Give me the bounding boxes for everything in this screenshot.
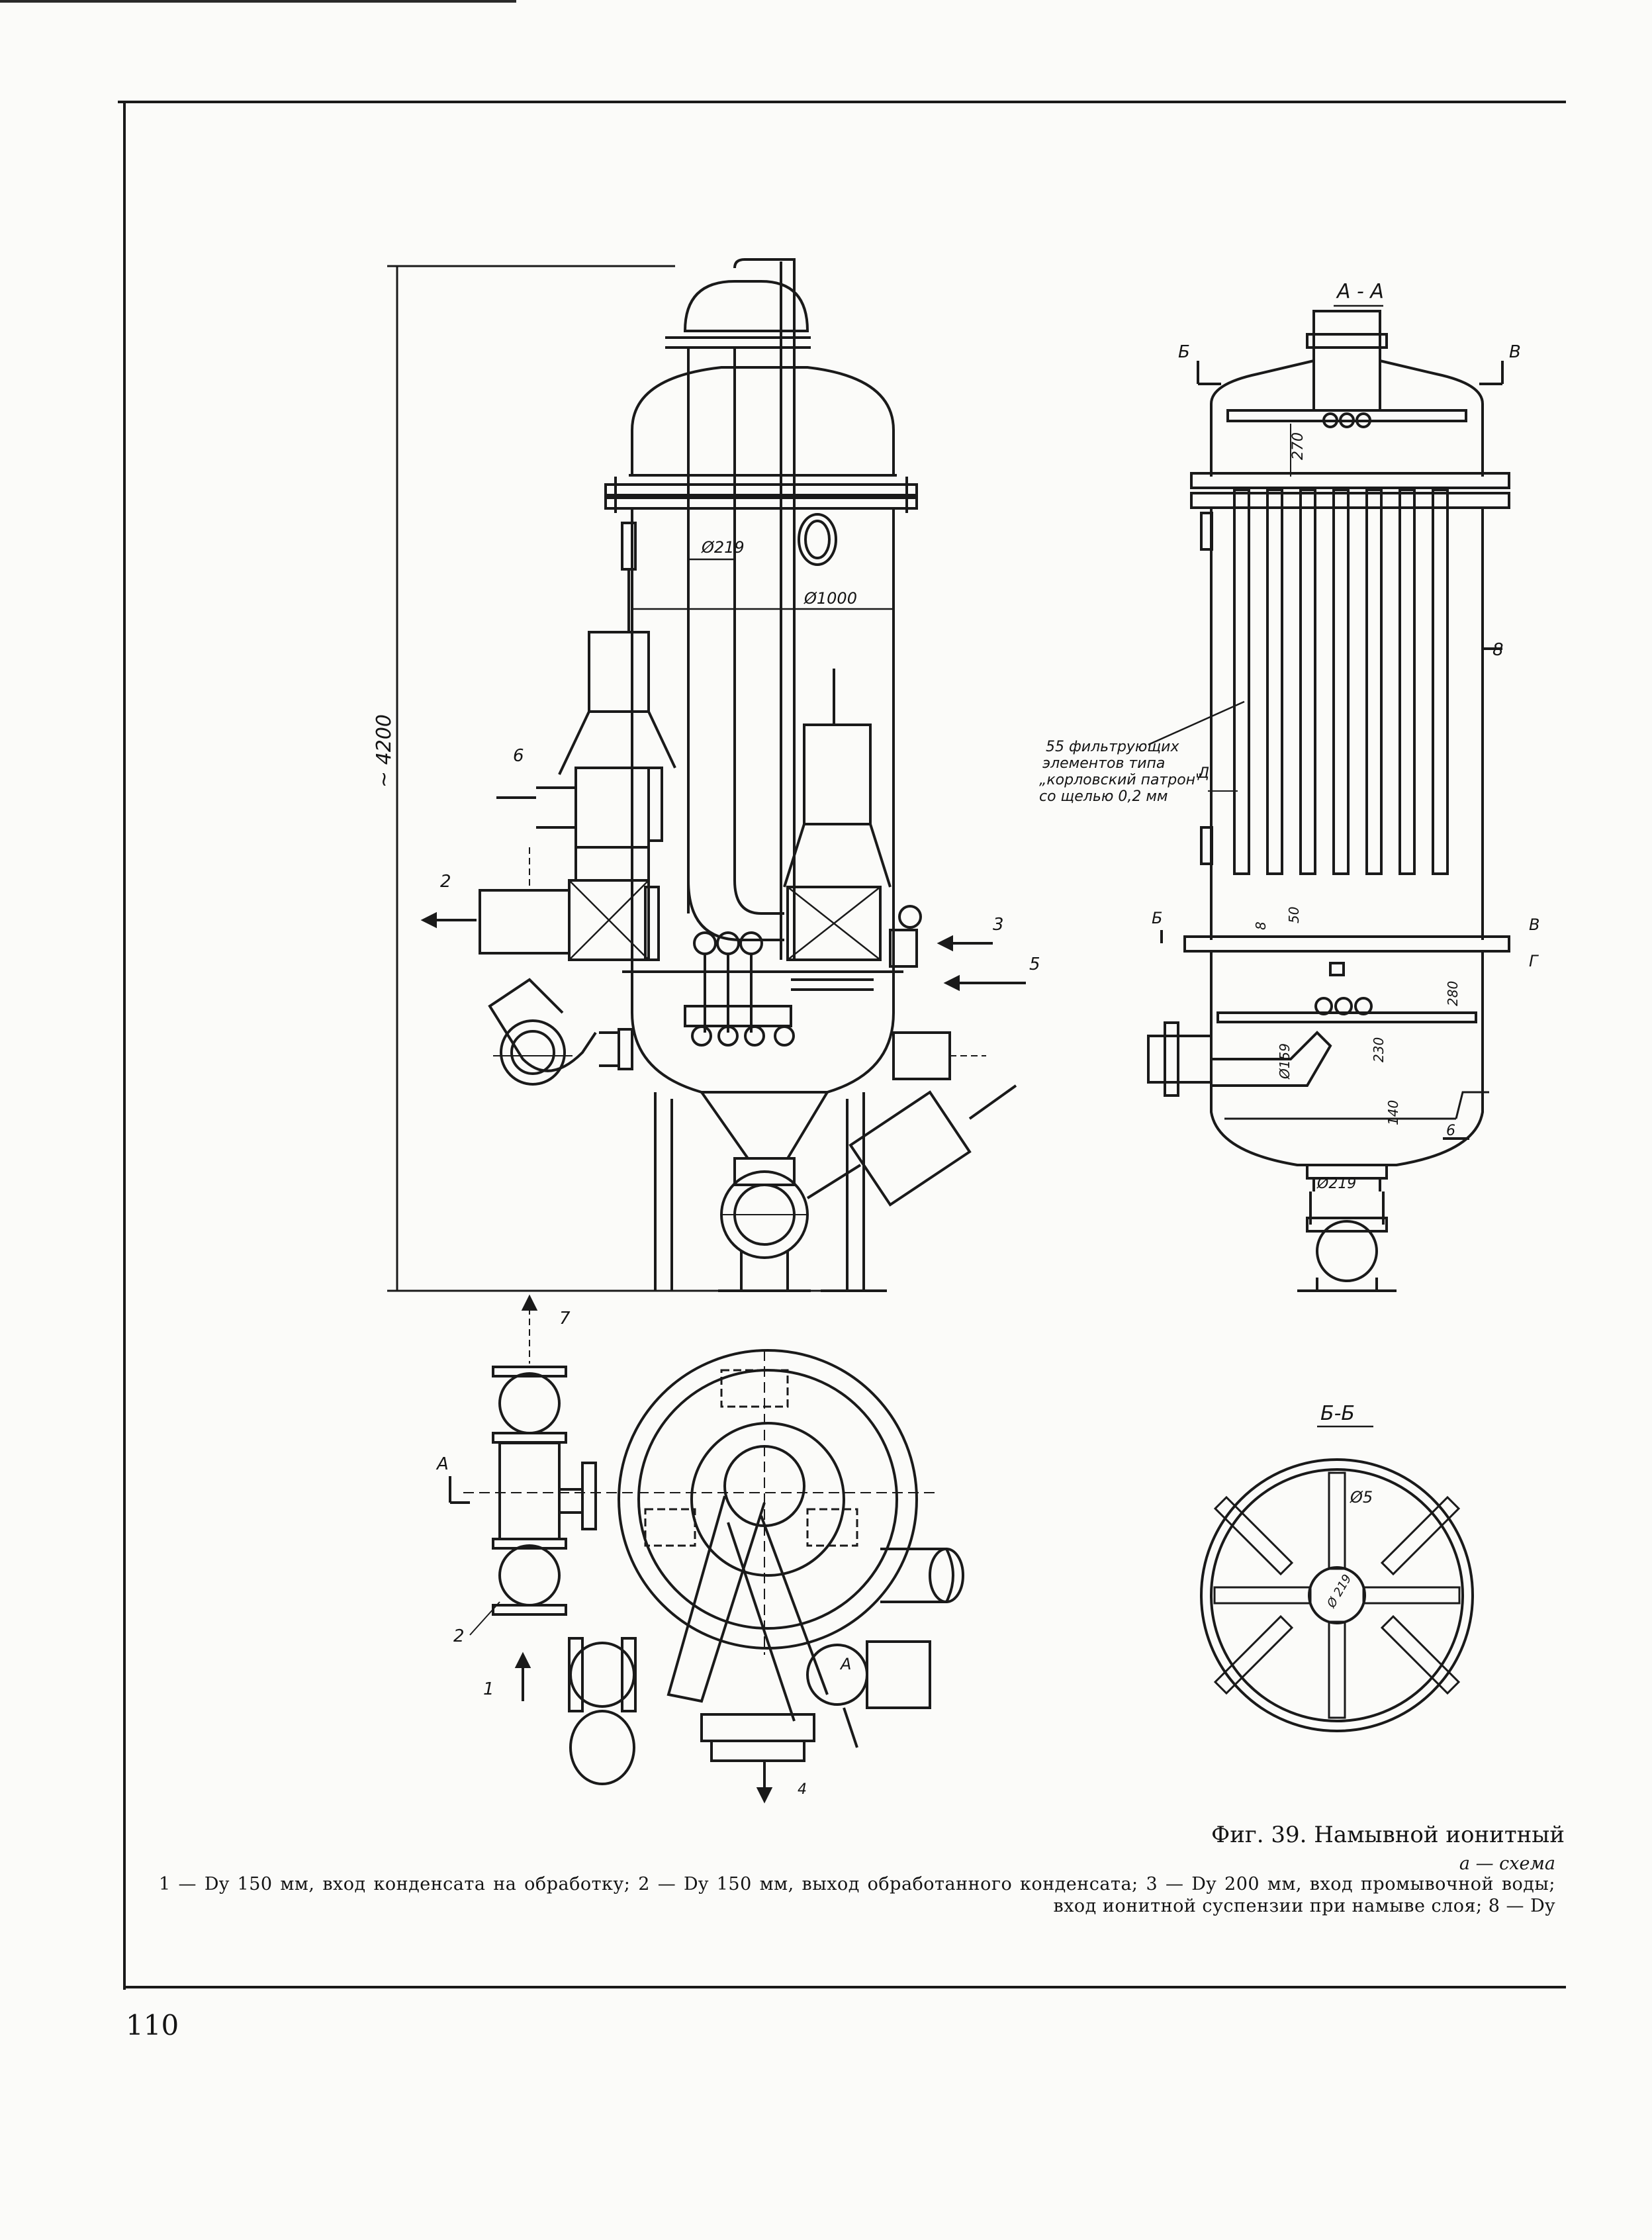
mark-a-plan-label: А: [839, 1655, 851, 1673]
mark-a-left-label: А: [436, 1454, 449, 1474]
dim-8-label: 8: [1253, 921, 1269, 930]
dim-270-label: 270: [1290, 432, 1307, 460]
figure-legend: 1 — Dy 150 мм, вход конденсата на обрабо…: [159, 1873, 1555, 1917]
dia-219-bb-label: Ø 219: [1324, 1572, 1355, 1610]
filter-elements: [1233, 489, 1449, 875]
mark-d-label: Д: [1197, 765, 1209, 782]
mark-v-top-label: В: [1509, 342, 1521, 362]
mark-2-plan-label: 2: [453, 1626, 465, 1646]
front-view: ~ 4200 Ø219 Ø1000: [373, 258, 1040, 1292]
dia-1000-label: Ø1000: [803, 589, 857, 608]
mark-6-label: 6: [513, 746, 524, 766]
section-b-b: Б-Б Ø5 Ø 219: [1200, 1402, 1474, 1732]
filter-note-line3: „корловский патрон": [1039, 772, 1202, 788]
dim-50-label: 50: [1286, 907, 1302, 923]
figure-caption-subtitle: а — схема: [1459, 1853, 1555, 1874]
dia-219-top-label: Ø219: [701, 538, 745, 557]
section-a-a: А - А Б В 270: [1039, 280, 1539, 1292]
mark-v-lower-label: В: [1529, 915, 1539, 934]
mark-g-label: Г: [1529, 952, 1539, 970]
dim-140-label: 140: [1385, 1100, 1401, 1125]
mark-7-label: 7: [559, 1309, 571, 1329]
figure-legend-line1: 1 — Dy 150 мм, вход конденсата на обрабо…: [159, 1874, 1555, 1894]
mark-6-right-label: 6: [1446, 1123, 1455, 1139]
dim-280-label: 280: [1445, 981, 1461, 1006]
mark-4-label: 4: [798, 1781, 807, 1798]
mark-b-lower-label: Б: [1152, 909, 1162, 927]
section-aa-label: А - А: [1336, 280, 1384, 303]
plan-view: 7 А 2 1 А 4: [436, 1294, 964, 1804]
filter-note-line4: со щелью 0,2 мм: [1039, 788, 1168, 805]
dia-5-label: Ø5: [1350, 1488, 1373, 1507]
section-bb-label: Б-Б: [1320, 1402, 1355, 1425]
frame-left-rule: [123, 103, 126, 1990]
dia-219-bottom-label: Ø219: [1316, 1176, 1356, 1192]
page-top-rule: [0, 0, 516, 3]
figure-legend-line2: вход ионитной суспензии при намыве слоя;…: [1053, 1896, 1555, 1916]
filter-note-line2: элементов типа: [1042, 755, 1165, 772]
mark-b-top-label: Б: [1178, 342, 1190, 362]
mark-3-label: 3: [993, 915, 1004, 935]
frame-bottom-rule: [123, 1986, 1566, 1988]
frame-top-rule: [118, 101, 1566, 103]
mark-1-label: 1: [483, 1679, 494, 1699]
mark-2-label: 2: [440, 872, 451, 892]
filter-note-line1: 55 фильтрующих: [1046, 739, 1179, 755]
page-number: 110: [126, 2009, 179, 2041]
dia-159-label: Ø159: [1277, 1043, 1293, 1080]
dim-230-label: 230: [1371, 1037, 1387, 1062]
height-dimension-label: ~ 4200: [373, 714, 396, 788]
figure-caption-title: Фиг. 39. Намывной ионитный: [1211, 1822, 1565, 1848]
mark-5-label: 5: [1029, 955, 1040, 974]
